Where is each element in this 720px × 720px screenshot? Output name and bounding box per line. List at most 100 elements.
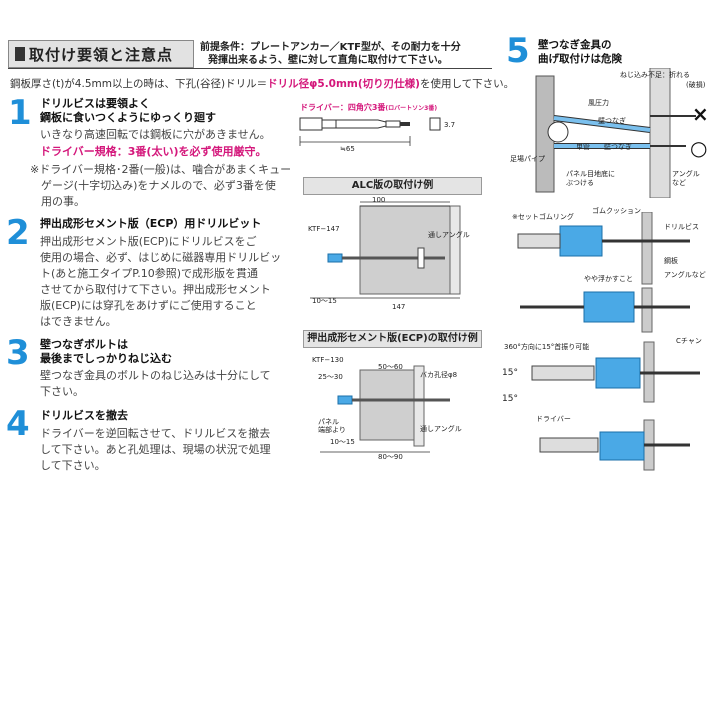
install-diagrams (517, 212, 700, 471)
ecp-dim-left: 10〜15 (330, 438, 355, 446)
step-4-title: ドリルビスを撤去 (40, 409, 128, 422)
step-5-panel-joint-line1: パネル目地底に (566, 170, 615, 178)
step-1-note-line3: 用の事。 (41, 195, 85, 208)
header-square-icon (15, 47, 25, 61)
header-note-line2: 発揮出来るよう、壁に対して直角に取付けて下さい。 (208, 55, 448, 66)
step-3-body-line1: 壁つなぎ金具のボルトのねじ込みは十分にして (40, 369, 271, 382)
driver-bit-diagram (299, 117, 441, 146)
step-2-body-line3: ト(あと施工タイプP.10参照)で成形版を貫通 (40, 267, 258, 280)
alc-dim-bottom: 147 (392, 303, 406, 311)
step-2-title: 押出成形セメント版（ECP）用ドリルビット (40, 217, 262, 230)
ecp-panel-label: パネル 端部より (318, 418, 346, 434)
step-2-body-line5: 版(ECP)には穿孔をあけずにご使用すること (40, 299, 257, 312)
intro-prefix: 鋼板厚さ(t)が4.5mm以上の時は、下孔(谷径)ドリル＝ (10, 78, 268, 90)
alc-dim-left: 10〜15 (312, 297, 337, 305)
install-angle-15-a: 15° (502, 368, 518, 378)
section-header: 取付け要領と注意点 (8, 40, 194, 68)
step-3-title: 壁つなぎボルトは 最後までしっかりねじ込む (40, 338, 172, 366)
step-4-body: ドライバーを逆回転させて、ドリルビスを撤去 して下さい。あと孔処理は、現場の状況… (40, 426, 271, 474)
step-5-insufficient: ねじ込み不足：折れる (620, 71, 690, 79)
step-3-body: 壁つなぎ金具のボルトのねじ込みは十分にして 下さい。 (40, 368, 271, 400)
step-5-single-pipe: 単管 (576, 143, 590, 151)
ecp-panel-label-line2: 端部より (318, 426, 346, 434)
step-4-number: 4 (6, 404, 30, 444)
ecp-dim-bottom: 80〜90 (378, 453, 403, 461)
step-5-wall-tie: 壁つなぎ (604, 143, 632, 151)
ecp-angle-label: 通しアングル (420, 425, 462, 433)
step-1-number: 1 (8, 93, 32, 133)
step-2-body-line1: 押出成形セメント版(ECP)にドリルビスをご (40, 235, 257, 248)
install-slightly-float: やや浮かすこと (584, 275, 633, 283)
step-2-body-line4: させてから取付けて下さい。押出成形セメント (40, 283, 271, 296)
step-5-title-line2: 曲げ取付けは危険 (538, 53, 622, 65)
install-set-rubber: ※セットゴムリング (512, 213, 574, 221)
header-note-line1: 前提条件：プレートアンカー／KTF型が、その耐力を十分 (200, 42, 461, 53)
step-2-body-line2: 使用の場合、必ず、はじめに磁器専用ドリルビッ (40, 251, 282, 264)
driver-label-main: ドライバー：四角穴3番 (300, 103, 386, 112)
driver-dim-width: 3.7 (444, 121, 456, 129)
install-steel-plate: 鋼板 (664, 257, 678, 265)
step-5-broken: (破損) (686, 81, 706, 89)
ecp-model: KTF−130 (312, 356, 344, 364)
step-5-good-mark: ○ (690, 136, 708, 160)
step-3-body-line2: 下さい。 (40, 385, 84, 398)
install-drill-screw: ドリルビス (664, 223, 699, 231)
step-3-title-line2: 最後までしっかりねじ込む (40, 352, 172, 365)
alc-dim-top: 100 (372, 196, 386, 204)
intro-highlight: ドリル径φ5.0mm(切り刃仕様) (267, 78, 420, 90)
step-3-title-line1: 壁つなぎボルトは (40, 338, 128, 351)
step-2-number: 2 (6, 213, 30, 253)
driver-dim-length: ≒65 (340, 145, 355, 153)
step-5-angle: アングル など (672, 170, 700, 188)
step-5-angle-line2: など (672, 179, 686, 187)
step-5-panel-joint-line2: ぶつける (566, 179, 594, 187)
alc-model: KTF−147 (308, 225, 340, 233)
section-title: 取付け要領と注意点 (29, 45, 174, 64)
step-5-title: 壁つなぎ金具の 曲げ取付けは危険 (538, 38, 622, 66)
install-angle-15-b: 15° (502, 394, 518, 404)
alc-angle-label: 通しアングル (428, 231, 470, 239)
step-1-note: ※ドライバー規格･2番(一般)は、噛合があまくキュー ゲージ(十字切込み)をナメ… (30, 162, 291, 210)
ecp-diagram-title: 押出成形セメント版(ECP)の取付け例 (303, 330, 482, 348)
step-5-title-line1: 壁つなぎ金具の (538, 39, 612, 51)
step-5-scaffold: 足場パイプ (510, 155, 545, 163)
step-5-number: 5 (506, 31, 530, 71)
step-2-body-line6: はできません。 (40, 315, 117, 328)
step-5-lateral: 風圧力 (588, 99, 609, 107)
step-1-driver-spec: ドライバー規格：3番(太い)を必ず使用厳守。 (40, 145, 267, 158)
step-5-panel-joint: パネル目地底に ぶつける (566, 170, 615, 188)
ecp-panel-label-line1: パネル (318, 418, 339, 426)
driver-label-sub: (ロバートソン3番) (385, 105, 438, 112)
intro-suffix: を使用して下さい。 (419, 78, 515, 90)
header-divider (8, 68, 492, 69)
step-1-title: ドリルビスは要領よく 鋼板に食いつくようにゆっくり廻す (40, 97, 216, 125)
step-2-body: 押出成形セメント版(ECP)にドリルビスをご 使用の場合、必ず、はじめに磁器専用… (40, 234, 281, 330)
step-5-bolt-label: 壁つなぎ (598, 117, 626, 125)
step-5-bad-mark: × (692, 102, 709, 126)
step-4-body-line2: して下さい。あと孔処理は、現場の状況で処理 (40, 443, 271, 456)
install-rubber-cushion: ゴムクッション (592, 207, 641, 215)
alc-diagram (310, 201, 461, 299)
step-1-title-line1: ドリルビスは要領よく (40, 97, 150, 110)
ecp-dim-top: 50〜60 (378, 363, 403, 371)
step-4-body-line1: ドライバーを逆回転させて、ドリルビスを撤去 (40, 427, 271, 440)
step-1-note-line2: ゲージ(十字切込み)をナメルので、必ず3番を使 (41, 179, 276, 192)
step-1-note-line1: ※ドライバー規格･2番(一般)は、噛合があまくキュー (30, 163, 292, 176)
install-rotation: 360°方向に15°首振り可能 (504, 343, 590, 351)
step-5-diagram (535, 68, 696, 198)
step-5-angle-line1: アングル (672, 170, 700, 178)
ecp-hole-label: バカ孔径φ8 (420, 371, 458, 379)
install-c-channel: Cチャン (676, 337, 702, 345)
step-3-number: 3 (6, 333, 30, 373)
step-1-title-line2: 鋼板に食いつくようにゆっくり廻す (40, 111, 216, 124)
step-1-body: いきなり高速回転では鋼板に穴があきません。 (40, 128, 271, 141)
install-driver: ドライバー (536, 415, 571, 423)
step-4-body-line3: して下さい。 (40, 459, 106, 472)
alc-diagram-title: ALC版の取付け例 (303, 177, 482, 195)
driver-label: ドライバー：四角穴3番(ロバートソン3番) (300, 102, 437, 113)
ecp-diagram (320, 365, 450, 453)
install-angle-etc: アングルなど (664, 271, 706, 279)
ecp-dim-vertical: 25〜30 (318, 373, 343, 381)
header-note: 前提条件：プレートアンカー／KTF型が、その耐力を十分 発揮出来るよう、壁に対し… (200, 41, 461, 67)
intro-line: 鋼板厚さ(t)が4.5mm以上の時は、下孔(谷径)ドリル＝ドリル径φ5.0mm(… (10, 76, 514, 91)
